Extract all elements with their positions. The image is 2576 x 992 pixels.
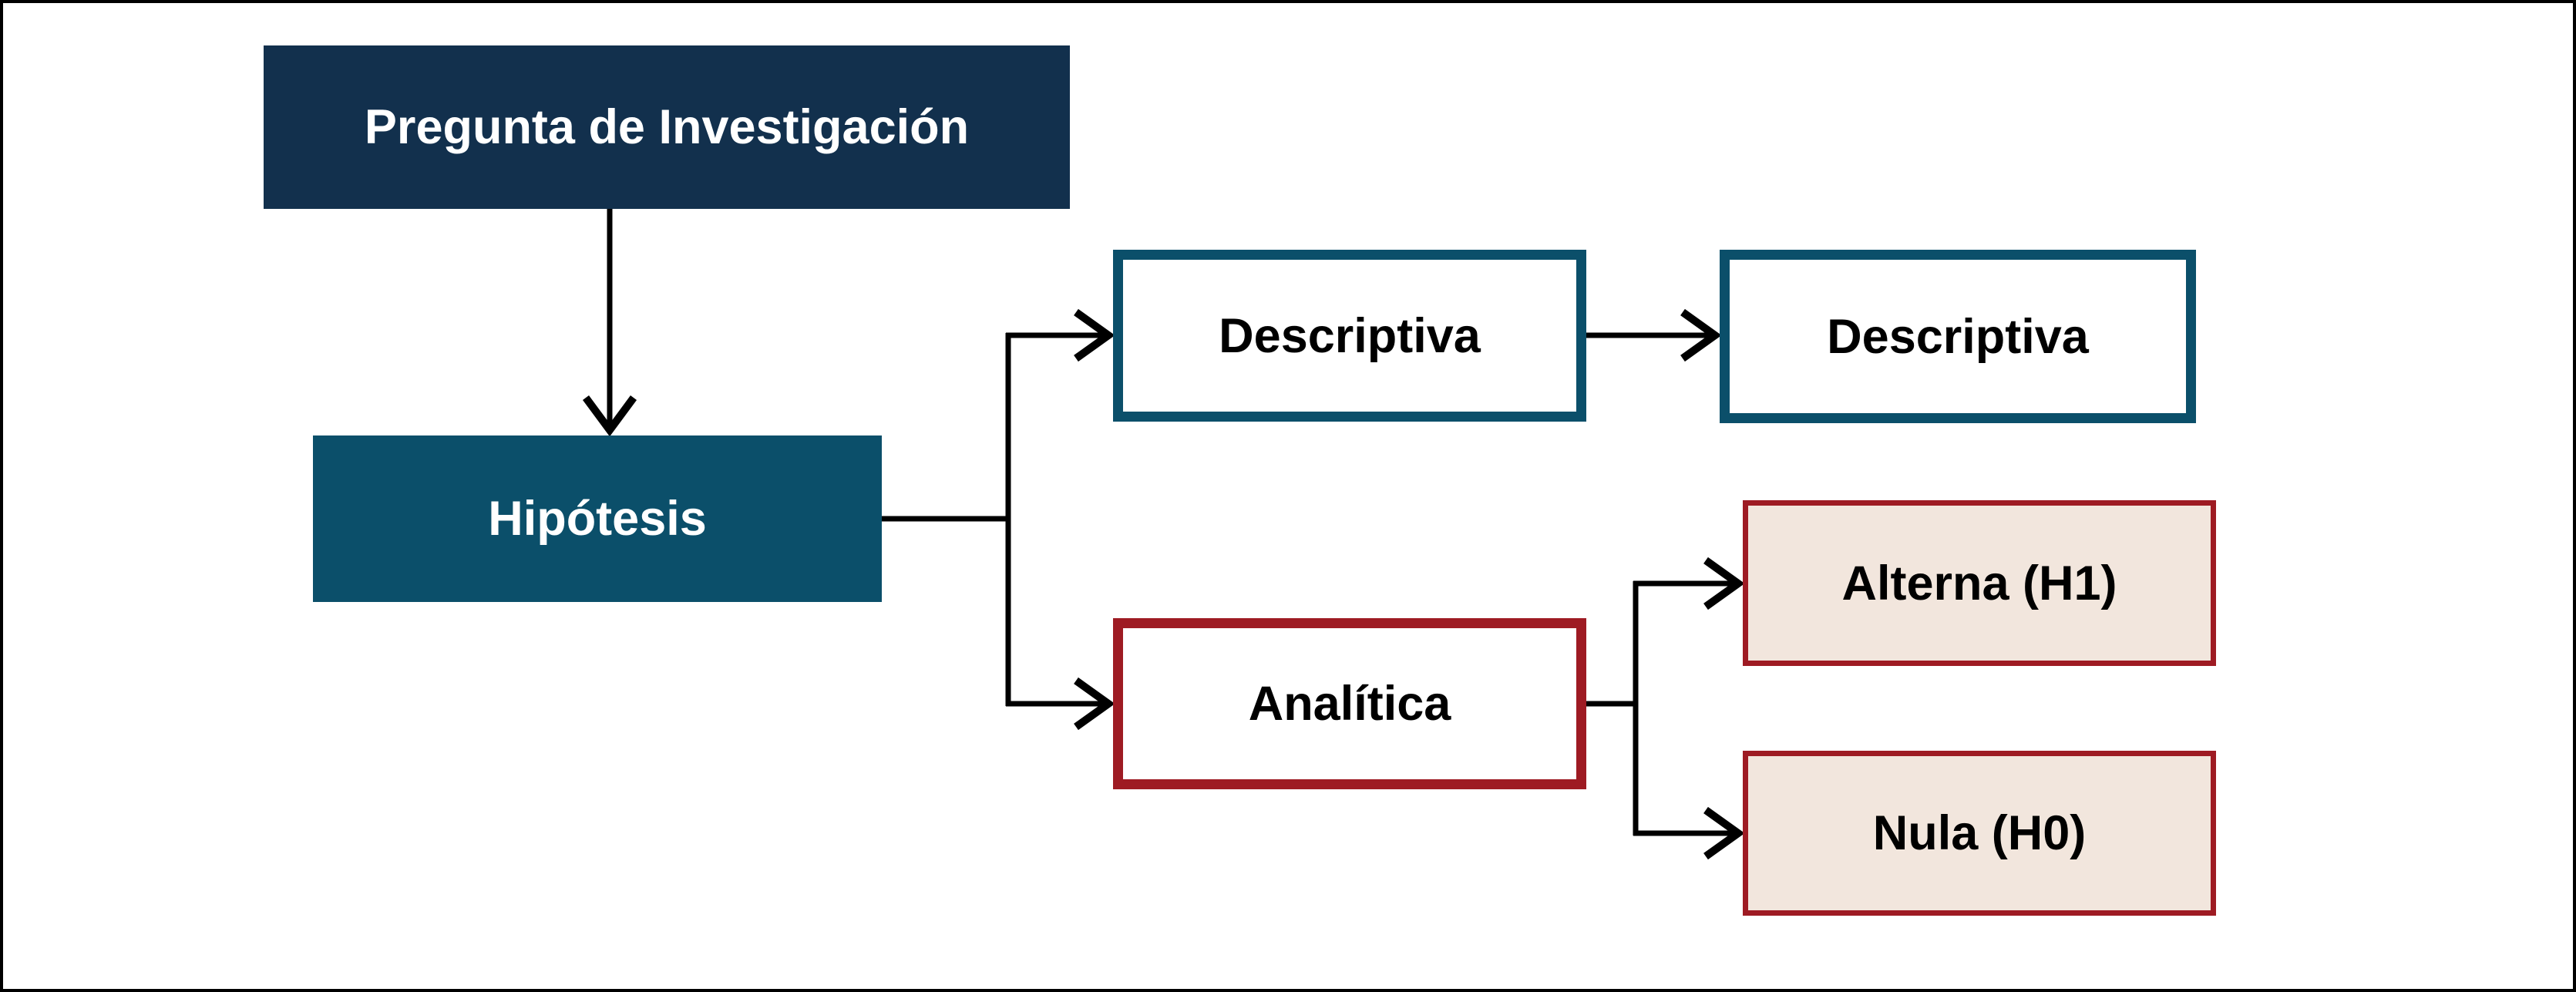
arrowhead-right-icon bbox=[1074, 308, 1115, 362]
edge-hipotesis-trunk bbox=[882, 333, 1011, 706]
node-label: Hipótesis bbox=[488, 492, 707, 546]
node-pregunta-de-investigacion: Pregunta de Investigación bbox=[264, 45, 1070, 209]
node-hipotesis: Hipótesis bbox=[313, 435, 882, 602]
node-descriptiva-2: Descriptiva bbox=[1720, 250, 2196, 423]
edge-descriptiva1-descriptiva2 bbox=[1586, 308, 1722, 362]
node-label: Descriptiva bbox=[1827, 309, 2089, 364]
node-label: Alterna (H1) bbox=[1841, 556, 2117, 610]
node-label: Nula (H0) bbox=[1872, 806, 2087, 860]
arrowhead-down-icon bbox=[582, 395, 637, 437]
node-nula-h0: Nula (H0) bbox=[1743, 751, 2216, 916]
node-label: Analítica bbox=[1248, 677, 1451, 731]
arrowhead-right-icon bbox=[1680, 308, 1722, 362]
arrowhead-right-icon bbox=[1703, 806, 1745, 860]
node-label: Pregunta de Investigación bbox=[364, 100, 970, 154]
edge-analitica-nula bbox=[1633, 806, 1745, 860]
edge-analitica-alterna bbox=[1633, 557, 1745, 610]
edge-pregunta-hipotesis bbox=[582, 209, 637, 437]
arrowhead-right-icon bbox=[1703, 557, 1745, 610]
edge-analitica-trunk bbox=[1586, 581, 1639, 836]
edge-hipotesis-analitica bbox=[1006, 677, 1115, 731]
node-alterna-h1: Alterna (H1) bbox=[1743, 500, 2216, 666]
arrowhead-right-icon bbox=[1074, 677, 1115, 731]
node-analitica: Analítica bbox=[1113, 618, 1586, 789]
edge-hipotesis-descriptiva1 bbox=[1006, 308, 1115, 362]
node-label: Descriptiva bbox=[1219, 308, 1481, 363]
node-descriptiva-1: Descriptiva bbox=[1113, 250, 1586, 422]
